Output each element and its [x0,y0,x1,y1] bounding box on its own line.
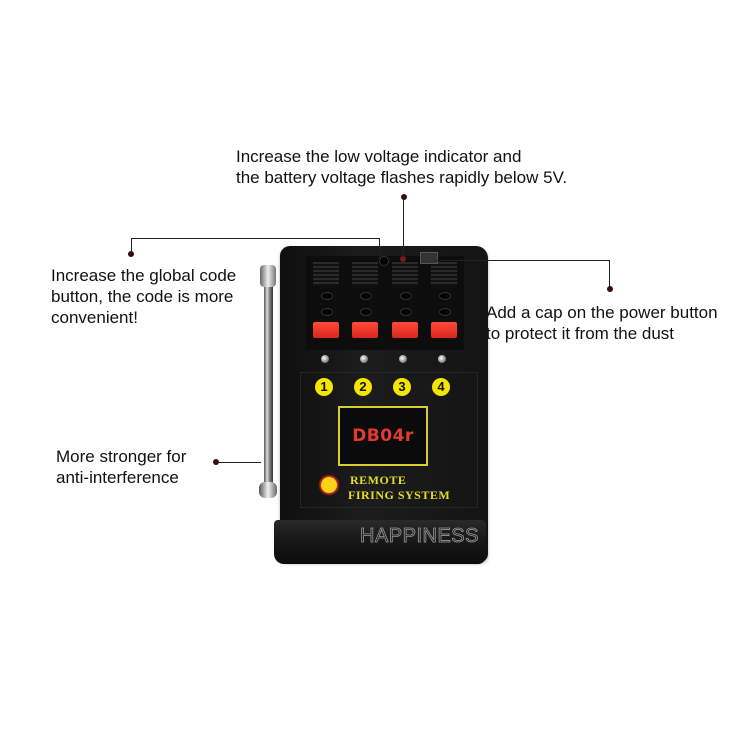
channel-led-4 [438,355,446,363]
front-panel [300,372,478,508]
leader-line-global-code [379,238,380,258]
terminal-lever[interactable] [313,322,339,338]
callout-dot-global-code [128,251,134,257]
channel-led-2 [360,355,368,363]
terminal-3[interactable] [392,262,418,344]
model-label: DB04r [338,406,428,466]
antenna-tip [260,265,276,287]
terminal-4[interactable] [431,262,457,344]
channel-led-3 [399,355,407,363]
low-voltage-indicator [400,256,406,262]
watermark: HAPPINESS [360,525,479,548]
terminal-lever[interactable] [352,322,378,338]
channel-badge-3: 3 [393,378,411,396]
callout-antenna: More stronger for anti-interference [56,447,187,487]
brand-label-line2: FIRING SYSTEM [348,488,451,502]
device-base [274,520,486,564]
brand-label-line1: REMOTE [350,473,407,487]
channel-badge-1: 1 [315,378,333,396]
terminal-2[interactable] [352,262,378,344]
sun-logo-icon [318,474,340,496]
callout-power-cap: Add a cap on the power button to protect… [486,303,718,343]
callout-global-code: Increase the global code button, the cod… [51,266,237,327]
terminal-lever[interactable] [431,322,457,338]
power-switch[interactable] [420,252,438,264]
leader-line-low-voltage [403,197,404,257]
leader-line-power-cap [436,260,610,261]
antenna-base [259,482,277,498]
leader-line-global-code [131,238,132,254]
channel-badge-2: 2 [354,378,372,396]
leader-line-antenna [216,462,261,463]
terminal-lever[interactable] [392,322,418,338]
channel-led-1 [321,355,329,363]
antenna [264,268,273,496]
channel-badge-4: 4 [432,378,450,396]
leader-line-power-cap [609,260,610,288]
callout-dot-power-cap [607,286,613,292]
callout-dot-low-voltage [401,194,407,200]
leader-line-global-code [131,238,380,239]
terminal-1[interactable] [313,262,339,344]
global-code-button[interactable] [379,256,389,266]
callout-low-voltage: Increase the low voltage indicator and t… [236,147,568,187]
